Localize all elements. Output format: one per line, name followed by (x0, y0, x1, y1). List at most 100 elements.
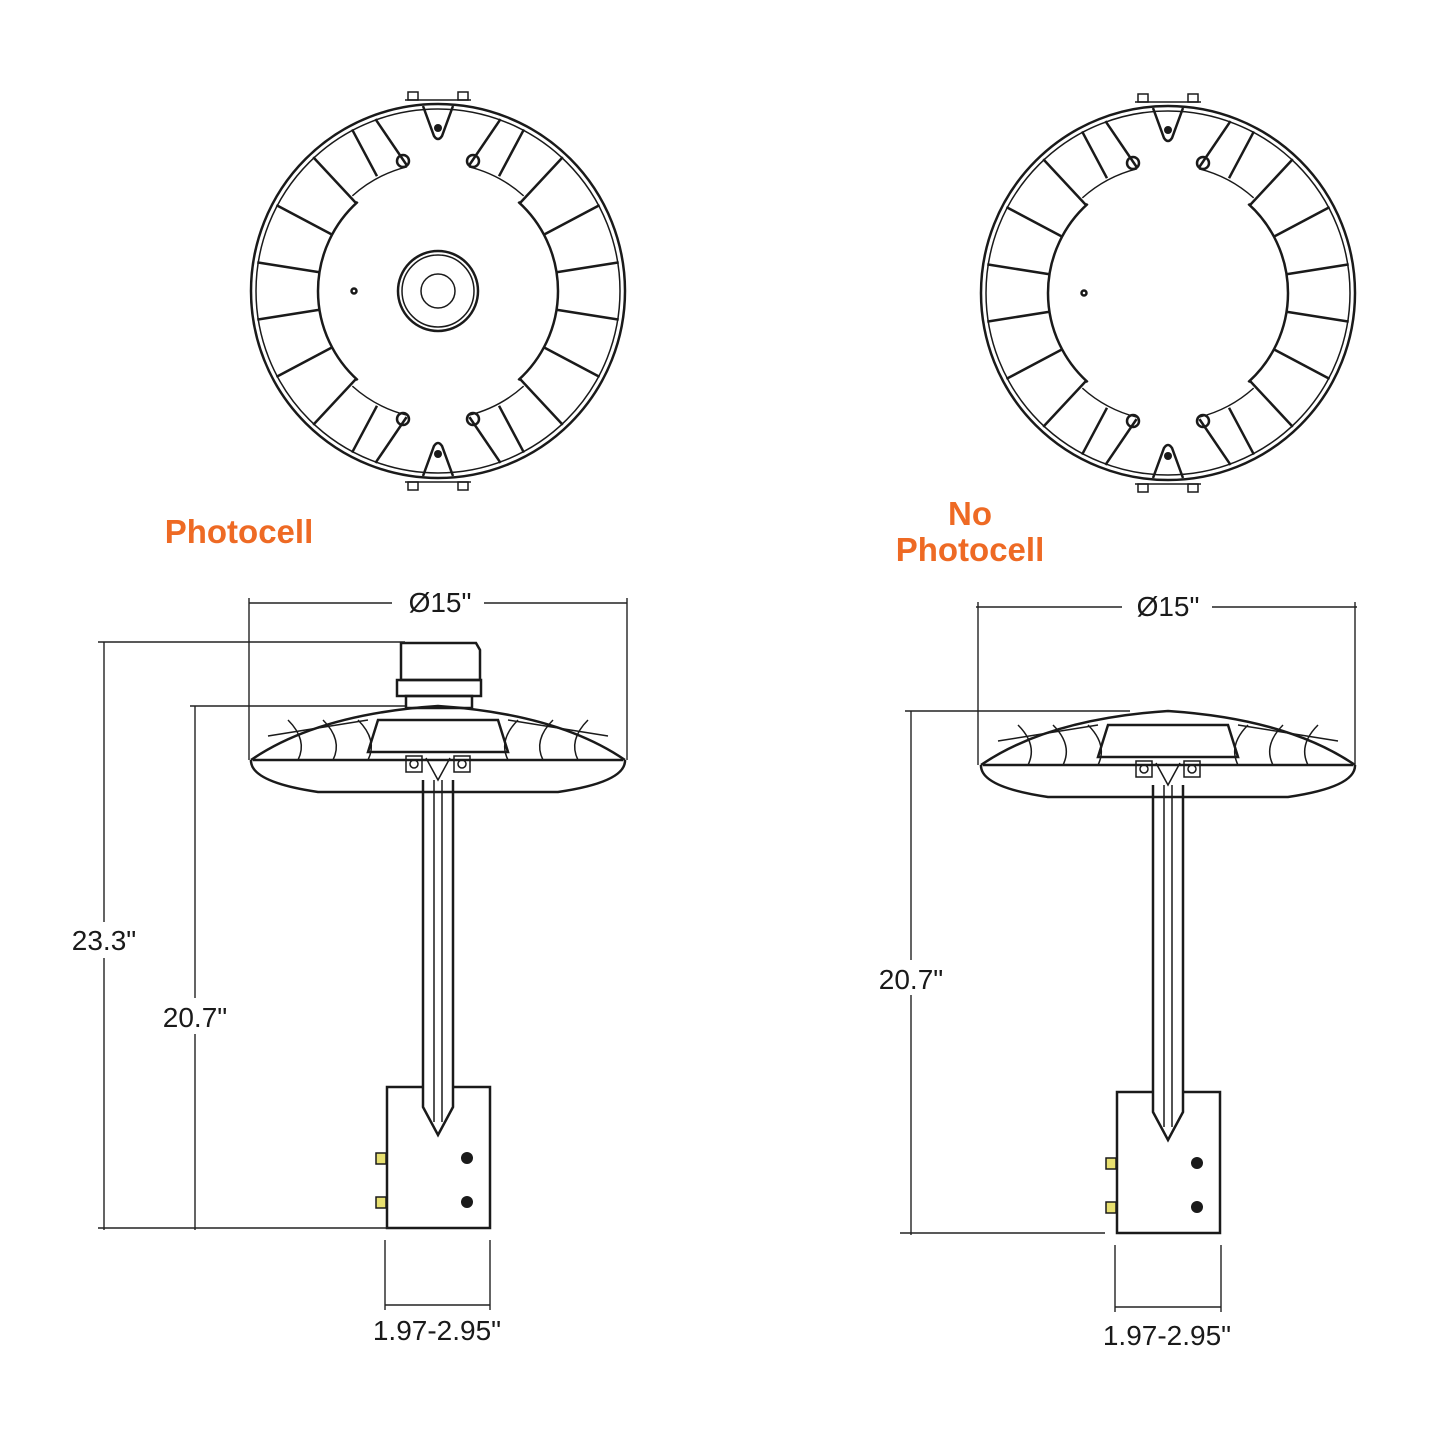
knuckle (425, 757, 451, 782)
mount-tab-icon (421, 105, 455, 141)
fin (556, 308, 619, 321)
fin (1286, 310, 1349, 323)
bolt-head-icon (1187, 764, 1197, 774)
fin-boundary (1104, 120, 1138, 168)
slip-fitter-box (385, 1085, 492, 1230)
label-no-photocell: Photocell (896, 531, 1045, 568)
label-no: No (948, 495, 992, 532)
side-view-no-photocell: Ø15" 20.7" 1.97-2.95" (879, 591, 1357, 1351)
tab-hole-icon (1164, 126, 1172, 134)
fin (1233, 724, 1249, 766)
clip-icon (1187, 93, 1199, 103)
body-edge (1081, 387, 1138, 418)
fin (1248, 158, 1294, 207)
fin (1286, 263, 1349, 276)
dome-bottom (979, 764, 1357, 799)
bolt-icon (1183, 760, 1201, 778)
top-view-photocell (249, 91, 627, 491)
fin (1087, 724, 1103, 766)
fin (1227, 407, 1256, 456)
tab-hole-icon (1164, 452, 1172, 460)
fin (518, 156, 564, 205)
fin (1227, 130, 1256, 179)
fin-boundary (468, 118, 502, 166)
bolt-head-icon (457, 759, 467, 769)
body-edge (351, 385, 408, 416)
fin (312, 377, 358, 426)
fin (987, 310, 1050, 323)
mount-hole-icon (1195, 155, 1211, 171)
fin-boundary (1198, 120, 1232, 168)
fixture-height-value: 20.7" (163, 1002, 227, 1033)
body-edge (468, 166, 525, 197)
body-edge (1046, 202, 1089, 384)
fin (1273, 205, 1331, 238)
fin-top (507, 719, 609, 737)
label-photocell: Photocell (165, 513, 314, 550)
fin (543, 203, 601, 236)
fin (1052, 724, 1068, 766)
body-edge (1081, 168, 1138, 199)
mount-tab-icon (421, 441, 455, 477)
fin-boundary (374, 118, 408, 166)
outer-rim (249, 102, 627, 480)
fin (518, 377, 564, 426)
body-edge (316, 200, 359, 382)
fin (1303, 724, 1319, 766)
clip-icon (407, 481, 419, 491)
mount-hole-icon (1195, 413, 1211, 429)
tab-hole-icon (434, 124, 442, 132)
fin (538, 719, 554, 761)
inner-rim (255, 108, 621, 474)
fin (257, 261, 320, 274)
knuckle (1155, 762, 1181, 787)
photocell-center (420, 273, 456, 309)
diameter-value: Ø15" (409, 587, 472, 618)
arm (421, 780, 455, 1138)
fin (257, 308, 320, 321)
fin (1005, 205, 1063, 238)
mounting-arm (375, 755, 492, 1230)
photocell-icon (395, 641, 483, 710)
fin (1080, 130, 1109, 179)
center-panel (366, 718, 510, 754)
fin (987, 263, 1050, 276)
fin (275, 203, 333, 236)
side-screw-icon (1105, 1157, 1117, 1170)
photocell-ring (401, 254, 475, 328)
fin (350, 128, 379, 177)
clip-icon (1187, 483, 1199, 493)
fin (573, 719, 589, 761)
clip-icon (407, 91, 419, 101)
dimension-fixture-height: 20.7" (879, 710, 1130, 1235)
dimension-fixture-height: 20.7" (163, 705, 405, 1230)
fin (497, 128, 526, 177)
set-screw-icon (461, 1152, 473, 1164)
fin (1248, 379, 1294, 428)
body-edge (1247, 202, 1290, 384)
pole-range-value: 1.97-2.95" (373, 1315, 501, 1346)
fixture-head (979, 709, 1357, 799)
fin (543, 346, 601, 379)
fin (503, 719, 519, 761)
fin (350, 405, 379, 454)
fin (1005, 348, 1063, 381)
fixture-head (249, 704, 627, 794)
center-panel (1096, 723, 1240, 759)
dimension-pole-range: 1.97-2.95" (373, 1240, 501, 1346)
outer-rim (979, 104, 1357, 482)
fin (287, 719, 303, 761)
slip-fitter-box (1115, 1090, 1222, 1235)
dimension-diameter: Ø15" (248, 587, 628, 760)
diameter-value: Ø15" (1137, 591, 1200, 622)
dome-top (980, 709, 1356, 767)
dome-bottom (249, 759, 627, 794)
mount-hole-icon (465, 411, 481, 427)
bolt-icon (405, 755, 423, 773)
body-edge (351, 166, 408, 197)
fin (497, 405, 526, 454)
fin (556, 261, 619, 274)
tab-hole-icon (434, 450, 442, 458)
fin (312, 156, 358, 205)
total-height-value: 23.3" (72, 925, 136, 956)
